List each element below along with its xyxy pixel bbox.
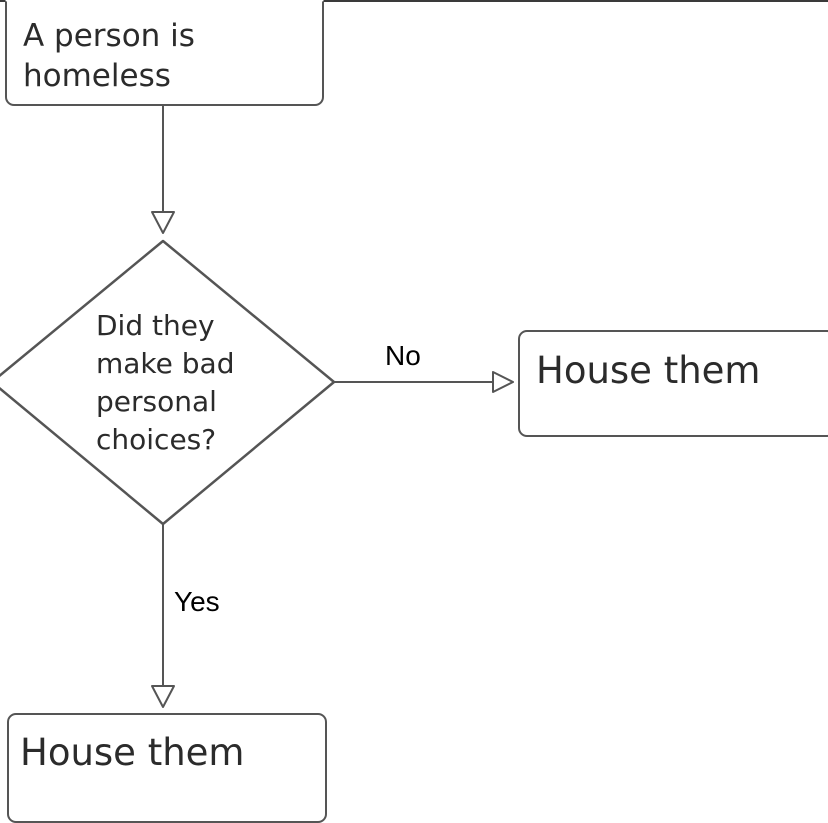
edge-label-yes: Yes: [174, 586, 220, 617]
edge-label-no: No: [385, 340, 421, 371]
arrowhead-into-yes-box: [151, 685, 175, 708]
yes-outcome-label: House them: [20, 731, 245, 774]
yes-outcome-node: House them: [7, 713, 327, 823]
start-node: A person is homeless: [5, 0, 324, 106]
no-outcome-node: House them: [518, 330, 828, 437]
start-node-label: A person is homeless: [23, 18, 195, 94]
no-outcome-label: House them: [536, 349, 761, 392]
top-border-line: [0, 0, 828, 2]
arrowhead-into-no-box: [492, 371, 514, 393]
decision-node-label: Did they make bad personal choices?: [96, 309, 235, 456]
arrowhead-into-decision: [151, 211, 175, 234]
